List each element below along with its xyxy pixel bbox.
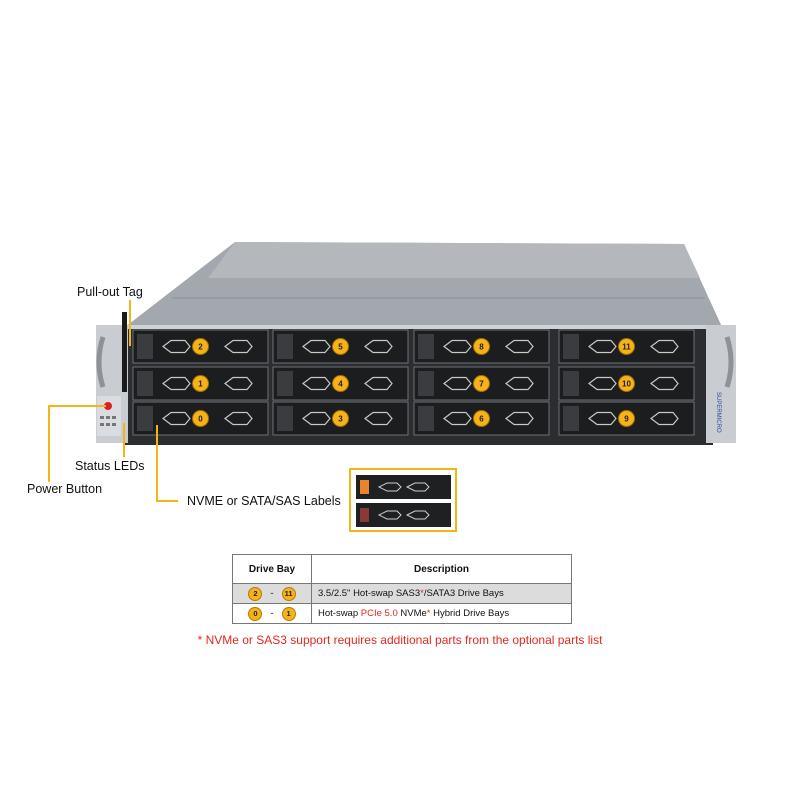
drive-bay-number: 0 <box>198 415 203 424</box>
drive-bay-latch[interactable] <box>418 406 434 431</box>
drive-bay-vent <box>443 411 472 426</box>
sas-label-icon <box>360 480 369 494</box>
drive-bay-number-badge <box>473 375 490 392</box>
drive-bay-number-badge <box>192 375 209 392</box>
bay-range-cell: 2-11 <box>232 583 312 604</box>
footnote: * NVMe or SAS3 support requires addition… <box>197 633 603 647</box>
drive-bay-vent <box>588 339 617 354</box>
drive-bay-number-badge <box>332 375 349 392</box>
labels-callout: NVME or SATA/SAS Labels <box>187 494 341 508</box>
bay-badge: 11 <box>281 586 296 601</box>
drive-bay-latch[interactable] <box>563 334 579 359</box>
drive-bay-number: 6 <box>479 415 484 424</box>
drive-bay-vent <box>224 339 253 354</box>
drive-bay-latch[interactable] <box>563 371 579 396</box>
brand-logo: SUPERMICRO <box>715 392 721 433</box>
col-header-description: Description <box>311 554 572 584</box>
drive-bay-vent <box>302 411 331 426</box>
bay-badge: 1 <box>281 606 296 621</box>
drive-bay-latch[interactable] <box>418 334 434 359</box>
drive-bay-number: 8 <box>479 343 484 352</box>
chassis-top-cover-rear <box>208 242 700 278</box>
bay-badge: 2 <box>248 586 263 601</box>
drive-bay-number-badge <box>473 338 490 355</box>
drive-bay-vent <box>443 376 472 391</box>
drive-bay-vent <box>162 339 191 354</box>
drive-bay-vent <box>364 376 393 391</box>
labels-leader-v <box>156 425 158 501</box>
drive-bay-number-badge <box>618 375 635 392</box>
drive-bay-number: 1 <box>198 380 203 389</box>
left-rack-ear <box>96 312 128 443</box>
col-header-drive-bay: Drive Bay <box>232 554 312 584</box>
power-button-leader-v <box>48 405 50 482</box>
drive-label-inset <box>349 468 457 532</box>
drive-bay-number-badge <box>618 338 635 355</box>
drive-bay-number-badge <box>332 338 349 355</box>
drive-bay-vent <box>224 376 253 391</box>
pull-out-tag-callout: Pull-out Tag <box>77 285 143 299</box>
drive-bay-number-badge <box>192 410 209 427</box>
drive-bay-latch[interactable] <box>137 371 153 396</box>
drive-bay-number: 4 <box>338 380 343 389</box>
bay-range-cell: 0-1 <box>232 603 312 624</box>
drive-bay-vent <box>650 411 679 426</box>
drive-bay-vent <box>443 339 472 354</box>
drive-bay-vent <box>505 376 534 391</box>
drive-bay-latch[interactable] <box>563 406 579 431</box>
status-led-icon <box>100 416 104 419</box>
drive-bay-number-badge <box>332 410 349 427</box>
drive-bay-latch[interactable] <box>277 406 293 431</box>
drive-bay-latch[interactable] <box>418 371 434 396</box>
drive-bay-vent <box>505 339 534 354</box>
labels-leader-h <box>156 500 178 502</box>
drive-bay-number: 10 <box>622 380 631 389</box>
status-leds-leader <box>123 423 125 457</box>
power-button-icon[interactable] <box>104 402 112 410</box>
drive-bay-vent <box>588 376 617 391</box>
description-cell: Hot-swap PCIe 5.0 NVMe* Hybrid Drive Bay… <box>311 603 572 624</box>
drive-bay-number: 5 <box>338 343 343 352</box>
pull-out-tag-icon[interactable] <box>122 312 127 392</box>
drive-bay-number-badge <box>618 410 635 427</box>
power-button-leader-h <box>48 405 106 407</box>
status-leds-callout: Status LEDs <box>75 459 145 473</box>
drive-bay-latch[interactable] <box>277 334 293 359</box>
drive-bay-vent <box>650 339 679 354</box>
drive-bay-latch[interactable] <box>137 334 153 359</box>
drive-bay-number: 2 <box>198 343 203 352</box>
drive-bay-number: 9 <box>624 415 629 424</box>
drive-bay-vent <box>588 411 617 426</box>
description-cell: 3.5/2.5" Hot-swap SAS3*/SATA3 Drive Bays <box>311 583 572 604</box>
drive-bay-vent <box>505 411 534 426</box>
power-button-callout: Power Button <box>27 482 103 496</box>
nvme-label-icon <box>360 508 369 522</box>
drive-bay-number: 3 <box>338 415 343 424</box>
drive-bay-latch[interactable] <box>137 406 153 431</box>
drive-bay-number: 7 <box>479 380 484 389</box>
drive-bay-vent <box>302 376 331 391</box>
drive-bay-vent <box>364 339 393 354</box>
right-rack-ear: SUPERMICRO <box>706 325 736 443</box>
drive-bay-table: Drive Bay Description 2-11 3.5/2.5" Hot-… <box>232 554 572 624</box>
table-row: 2-11 3.5/2.5" Hot-swap SAS3*/SATA3 Drive… <box>232 583 572 604</box>
drive-bay-vent <box>364 411 393 426</box>
drive-bay-vent <box>650 376 679 391</box>
drive-bay-vent <box>302 339 331 354</box>
pull-out-tag-leader <box>129 300 131 346</box>
drive-bay-vent <box>224 411 253 426</box>
drive-bay-vent <box>162 376 191 391</box>
drive-bay-number-badge <box>473 410 490 427</box>
drive-bay-vent <box>162 411 191 426</box>
drive-bay-number: 11 <box>622 343 631 352</box>
drive-bay-latch[interactable] <box>277 371 293 396</box>
drive-bay-number-badge <box>192 338 209 355</box>
table-row: 0-1 Hot-swap PCIe 5.0 NVMe* Hybrid Drive… <box>232 603 572 624</box>
bay-badge: 0 <box>248 606 263 621</box>
